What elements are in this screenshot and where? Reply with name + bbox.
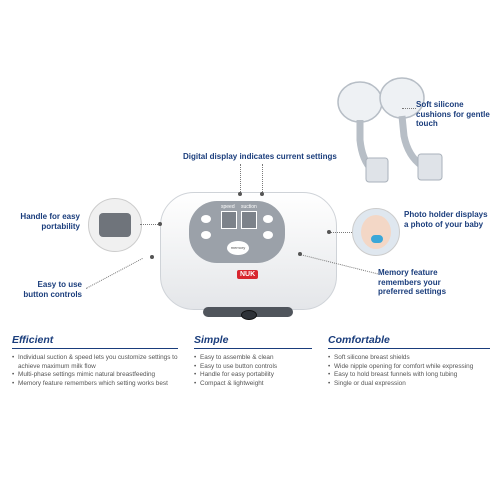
leader-dot [327, 230, 331, 234]
section-title: Comfortable [328, 334, 390, 346]
handle-image [99, 213, 131, 237]
leader-dot [260, 192, 264, 196]
list-item: Multi-phase settings mimic natural breas… [12, 371, 178, 380]
pacifier [371, 235, 383, 243]
section-divider [12, 348, 178, 349]
button-3[interactable] [263, 215, 273, 223]
feature-list: Individual suction & speed lets you cust… [12, 354, 178, 388]
breast-shields-illustration [337, 77, 443, 183]
list-item: Wide nipple opening for comfort while ex… [328, 363, 490, 372]
callout-cushions: Soft silicone cushions for gentle touch [416, 100, 490, 128]
button-4[interactable] [263, 231, 273, 239]
section-title: Efficient [12, 334, 54, 346]
list-item: Easy to use button controls [194, 363, 312, 372]
leader-dot [298, 252, 302, 256]
list-item: Individual suction & speed lets you cust… [12, 354, 178, 371]
display-speed [221, 211, 237, 229]
control-panel: speed suction memory [189, 201, 285, 263]
display-suction [241, 211, 257, 229]
leader-dot [238, 192, 242, 196]
callout-memory: Memory feature remembers your preferred … [378, 268, 447, 296]
leader-buttons [85, 258, 143, 289]
leader-handle [140, 224, 160, 225]
breast-pump-device: speed suction memory NUK [160, 192, 337, 320]
list-item: Single or dual expression [328, 380, 490, 389]
callout-photo: Photo holder displays a photo of your ba… [404, 210, 488, 229]
baby-photo [361, 215, 391, 249]
leader-dot [150, 255, 154, 259]
button-1[interactable] [201, 215, 211, 223]
power-button[interactable] [241, 310, 257, 320]
leader-photo [330, 232, 352, 233]
feature-list: Easy to assemble & clean Easy to use but… [194, 354, 312, 388]
photo-holder-inset [352, 208, 400, 256]
callout-display: Digital display indicates current settin… [183, 152, 337, 161]
leader-cushions [402, 108, 416, 109]
list-item: Easy to assemble & clean [194, 354, 312, 363]
nuk-logo: NUK [237, 270, 259, 279]
handle-inset [88, 198, 142, 252]
button-2[interactable] [201, 231, 211, 239]
list-item: Easy to hold breast funnels with long tu… [328, 371, 490, 380]
label-suction: suction [241, 204, 257, 210]
label-speed: speed [221, 204, 235, 210]
feature-list: Soft silicone breast shields Wide nipple… [328, 354, 490, 388]
section-comfortable: Comfortable Soft silicone breast shields… [328, 334, 490, 388]
section-efficient: Efficient Individual suction & speed let… [12, 334, 178, 388]
callout-buttons: Easy to use button controls [23, 280, 82, 299]
section-divider [194, 348, 312, 349]
list-item: Memory feature remembers which setting w… [12, 380, 178, 389]
section-divider [328, 348, 490, 349]
leader-dot [158, 222, 162, 226]
callout-handle: Handle for easy portability [20, 212, 80, 231]
list-item: Soft silicone breast shields [328, 354, 490, 363]
memory-button[interactable]: memory [227, 241, 249, 255]
section-simple: Simple Easy to assemble & clean Easy to … [194, 334, 312, 388]
list-item: Compact & lightweight [194, 380, 312, 389]
section-title: Simple [194, 334, 229, 346]
leader-display-left [240, 164, 241, 194]
list-item: Handle for easy portability [194, 371, 312, 380]
leader-display-right [262, 164, 263, 194]
